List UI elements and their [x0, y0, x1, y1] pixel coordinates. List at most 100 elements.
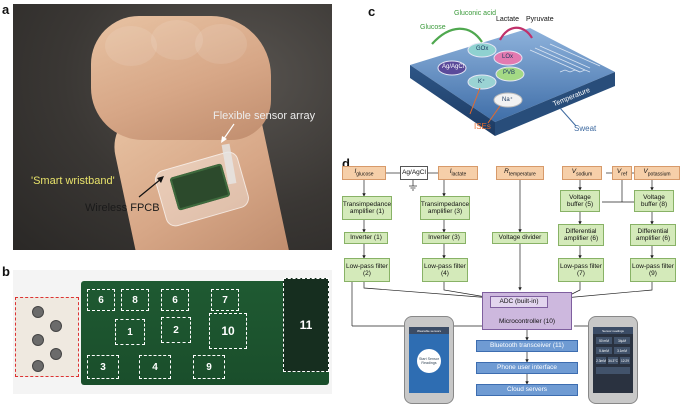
pyruvate-label: Pyruvate: [526, 16, 554, 23]
input-v-potassium: Vpotassium: [634, 166, 680, 180]
reading-tile: 12:29: [620, 357, 630, 364]
gox-label: GOx: [476, 46, 489, 52]
na-electrode: [493, 92, 523, 108]
cloud-servers: Cloud servers: [476, 384, 578, 396]
electrode: [32, 334, 44, 346]
phone-left: Wearable sensors Start Sensor Readings: [404, 316, 454, 404]
low-pass-filter-7: Low-pass filter (7): [558, 258, 604, 282]
reading-tile: 5.4mM: [596, 347, 612, 354]
low-pass-filter-4: Low-pass filter (4): [422, 258, 468, 282]
electrode: [50, 320, 62, 332]
transimpedance-amplifier-3: Transimpedance amplifier (3): [420, 196, 470, 220]
differential-amplifier-6a: Differential amplifier (6): [558, 224, 604, 246]
differential-amplifier-6b: Differential amplifier (6): [630, 224, 676, 246]
ises-arrow: [469, 87, 501, 124]
start-readings-button[interactable]: Start Sensor Readings: [417, 349, 441, 373]
bluetooth-transceiver-11: Bluetooth transceiver (11): [476, 340, 578, 352]
glucose-arrow: [431, 27, 483, 45]
fpcb-label: Wireless FPCB: [85, 202, 160, 214]
low-pass-filter-9: Low-pass filter (9): [630, 258, 676, 282]
knuckle: [195, 24, 247, 64]
reading-tile: 2.3mM: [596, 357, 606, 364]
low-pass-filter-2: Low-pass filter (2): [344, 258, 390, 282]
chip-3: 3: [87, 355, 119, 379]
v-ref-symbol: V: [616, 167, 622, 175]
chip-10: 10: [209, 313, 247, 349]
sweat-label: Sweat: [574, 124, 597, 133]
wristband-photo: Flexible sensor array 'Smart wristband' …: [13, 4, 332, 250]
gluconic-acid-label: Gluconic acid: [454, 10, 497, 17]
sensor-array-arrow: [221, 123, 235, 143]
inverter-3: Inverter (3): [422, 232, 466, 244]
fpcb-board-photo: 6 8 6 7 1 2 10 3 4 9 11: [13, 270, 332, 394]
sweat-arrow: [559, 107, 577, 127]
chip-9: 9: [193, 355, 225, 379]
gox-electrode: [467, 42, 497, 58]
fpcb-arrow: [138, 176, 164, 198]
lactate-arrow: [499, 26, 533, 41]
na-label: Na⁺: [502, 97, 513, 103]
i-glucose-subscript: glucose: [356, 170, 374, 177]
i-lactate-subscript: lactate: [451, 170, 467, 177]
chip-7: 7: [211, 289, 239, 311]
phone-left-header: Wearable sensors: [409, 327, 449, 334]
sensor-array-label: Flexible sensor array: [213, 110, 316, 122]
chip-1: 1: [115, 319, 145, 345]
sensor-array-illustration: Glucose Gluconic acid Lactate Pyruvate A…: [400, 10, 625, 155]
voltage-divider: Voltage divider: [492, 232, 548, 244]
fist: [91, 16, 271, 140]
transimpedance-amplifier-1: Transimpedance amplifier (1): [342, 196, 392, 220]
i-lactate-symbol: I: [449, 167, 452, 175]
panel-d-letter: d: [342, 156, 350, 171]
v-sodium-subscript: sodium: [576, 170, 593, 177]
microcontroller-label: Microcontroller (10): [499, 317, 555, 325]
v-ref-subscript: ref: [621, 170, 628, 177]
phone-right-header: Sensor readings: [593, 327, 633, 334]
temperature-sensor-trace: [529, 43, 601, 73]
electrode: [32, 360, 44, 372]
voltage-buffer-8: Voltage buffer (8): [634, 190, 674, 212]
input-v-ref: Vref: [612, 166, 632, 180]
pvb-electrode: [495, 66, 525, 82]
panel-a-letter: a: [2, 2, 10, 17]
reading-tile: 3.1mM: [614, 347, 630, 354]
adc-built-in: ADC (built-in): [490, 296, 548, 308]
pvb-label: PVB: [503, 70, 516, 76]
electrode: [32, 306, 44, 318]
serpentine-trace: [559, 69, 591, 73]
system-block-diagram: Iglucose Ag/AgCl Ilactate Rtemperature V…: [342, 158, 685, 404]
reading-tile: 50 mM: [596, 337, 612, 344]
reading-tile: 34μM: [614, 337, 630, 344]
lactate-label: Lactate: [496, 16, 519, 23]
panel-c-letter: c: [368, 4, 376, 19]
substrate-side: [410, 65, 495, 136]
ag-agcl-reference: Ag/AgCl: [400, 166, 428, 180]
v-potassium-symbol: V: [643, 167, 648, 175]
r-temp-subscript: temperature: [508, 170, 536, 177]
input-i-glucose: Iglucose: [342, 166, 386, 180]
lox-electrode: [493, 50, 523, 66]
chip-11-bluetooth: 11: [283, 278, 329, 372]
phone-left-screen: Wearable sensors Start Sensor Readings: [409, 327, 449, 393]
v-sodium-symbol: V: [571, 167, 577, 175]
agagcl-label: Ag/AgCl: [442, 64, 465, 70]
sensor-diagram-svg: [410, 26, 615, 136]
r-temp-symbol: R: [504, 167, 509, 175]
lox-label: LOx: [502, 54, 514, 60]
knuckle: [151, 20, 203, 60]
panel-b-letter: b: [2, 264, 10, 279]
flexible-sensor-array: [15, 297, 79, 377]
substrate-side: [495, 72, 615, 136]
phone-user-interface: Phone user interface: [476, 362, 578, 374]
smart-wristband-label: 'Smart wristband': [31, 175, 115, 187]
input-i-lactate: Ilactate: [438, 166, 478, 180]
chip-6a: 6: [87, 289, 115, 311]
v-potassium-subscript: potassium: [647, 170, 671, 177]
chip-4: 4: [139, 355, 171, 379]
voltage-buffer-5: Voltage buffer (5): [560, 190, 600, 212]
inverter-1: Inverter (1): [344, 232, 388, 244]
chip-8: 8: [121, 289, 149, 311]
knuckle: [105, 26, 157, 66]
i-glucose-symbol: I: [354, 167, 357, 175]
k-label: K⁺: [478, 79, 486, 85]
